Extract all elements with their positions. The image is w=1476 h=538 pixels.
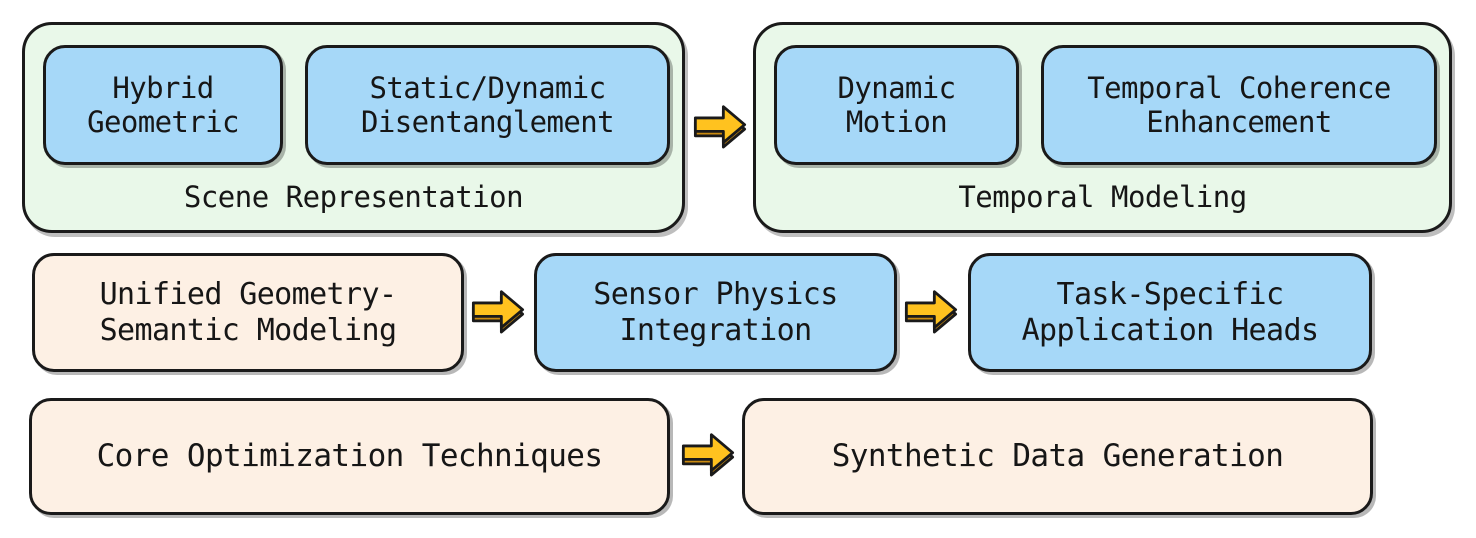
arrow-sensor-to-task (903, 285, 959, 341)
right-block-arrow-icon (693, 105, 747, 149)
arrow-unified-to-sensor (470, 285, 526, 341)
group-scene-representation[interactable]: Hybrid Geometric Static/Dynamic Disentan… (22, 22, 685, 233)
group-label-temporal-modeling: Temporal Modeling (958, 180, 1247, 214)
arrow-scene-to-temporal (692, 100, 748, 156)
node-static-dynamic-disentanglement[interactable]: Static/Dynamic Disentanglement (305, 45, 670, 165)
node-core-optimization-techniques[interactable]: Core Optimization Techniques (29, 398, 670, 515)
group-temporal-modeling[interactable]: Dynamic Motion Temporal Coherence Enhanc… (753, 22, 1452, 233)
arrow-core-to-synthetic (680, 428, 736, 484)
node-dynamic-motion[interactable]: Dynamic Motion (774, 45, 1019, 165)
node-hybrid-geometric[interactable]: Hybrid Geometric (43, 45, 283, 165)
right-block-arrow-icon (681, 433, 735, 477)
node-temporal-coherence-enhancement[interactable]: Temporal Coherence Enhancement (1041, 45, 1437, 165)
node-synthetic-data-generation[interactable]: Synthetic Data Generation (742, 398, 1373, 515)
node-unified-geometry-semantic-modeling[interactable]: Unified Geometry- Semantic Modeling (32, 253, 464, 372)
node-task-specific-application-heads[interactable]: Task-Specific Application Heads (968, 253, 1372, 372)
node-sensor-physics-integration[interactable]: Sensor Physics Integration (534, 253, 897, 372)
right-block-arrow-icon (471, 290, 525, 334)
right-block-arrow-icon (904, 290, 958, 334)
group-label-scene-representation: Scene Representation (183, 180, 524, 214)
